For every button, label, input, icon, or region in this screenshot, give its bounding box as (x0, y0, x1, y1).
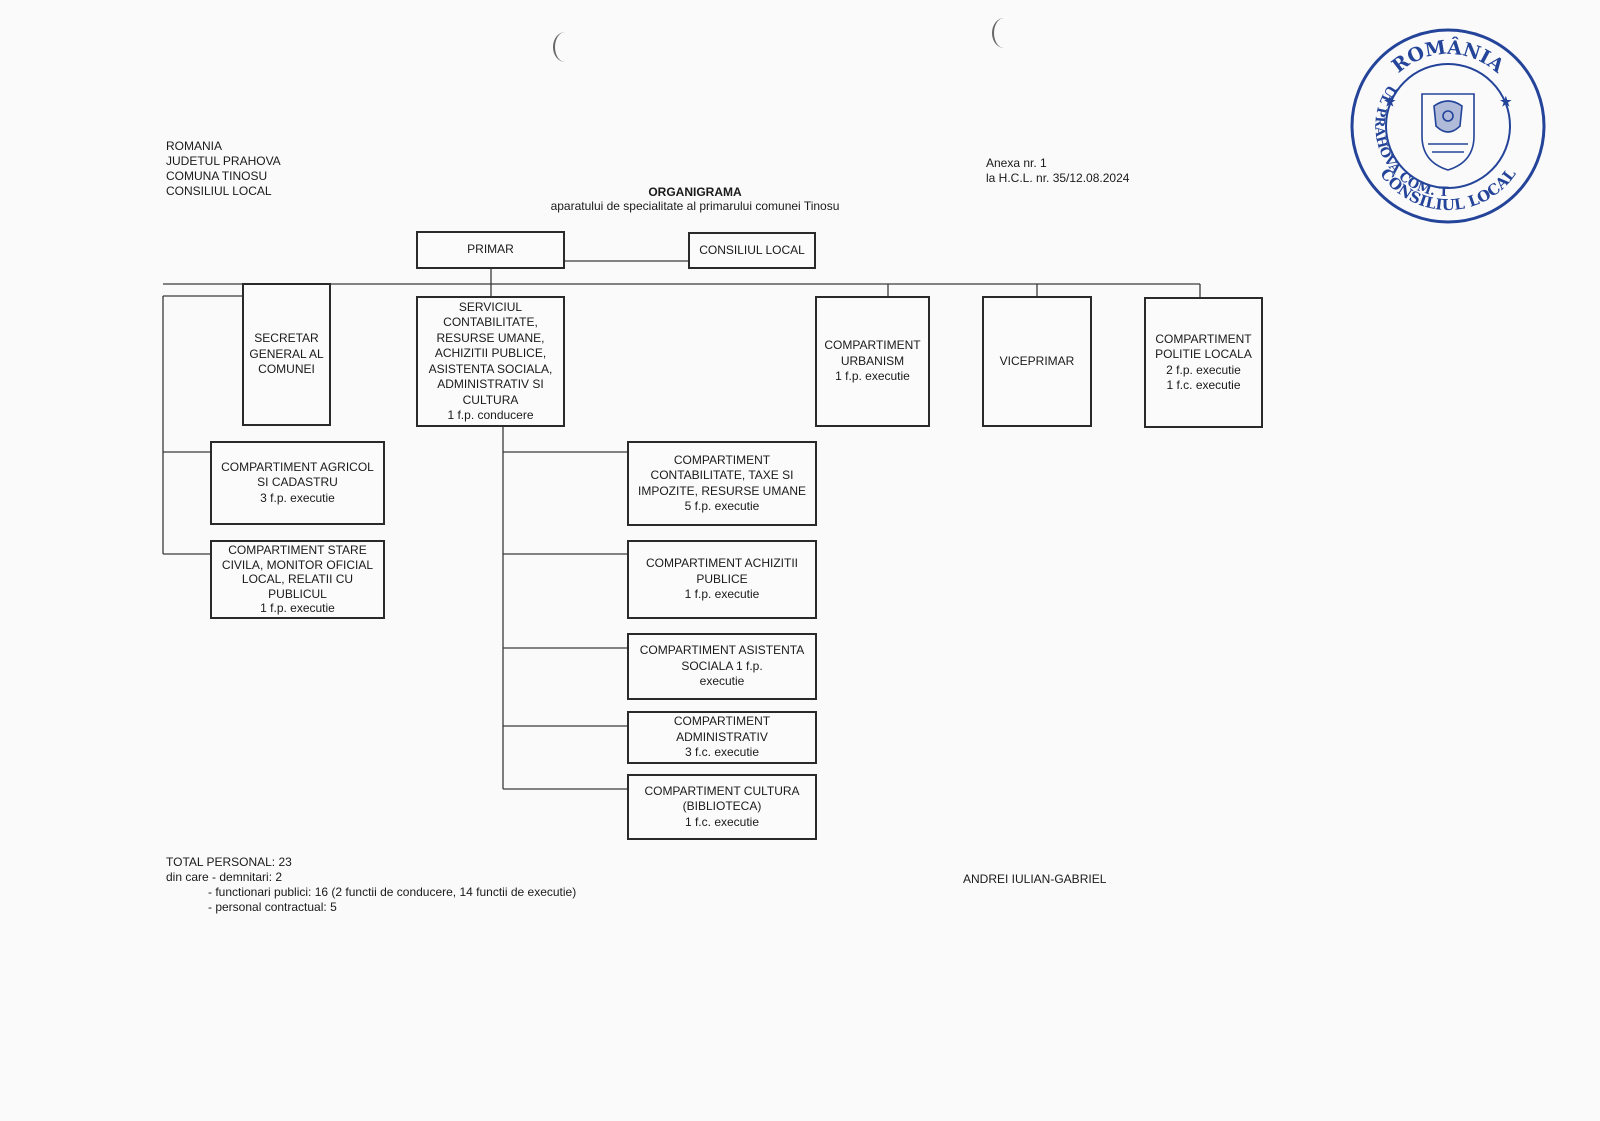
box-label: CONSILIUL LOCAL (699, 242, 805, 257)
compartiment-cultura-box: COMPARTIMENT CULTURA (BIBLIOTECA) 1 f.c.… (627, 774, 817, 840)
totals-line: - personal contractual: 5 (208, 900, 337, 914)
official-stamp: ROMÂNIA JUDETUL PRAHOVA COM. TINOSU CONS… (1348, 26, 1546, 224)
compartiment-contabilitate-box: COMPARTIMENT CONTABILITATE, TAXE SI IMPO… (627, 441, 817, 526)
header-line: CONSILIUL LOCAL (166, 184, 272, 198)
box-label: 1 f.p. executie (684, 587, 760, 602)
serviciul-contabilitate-box: SERVICIUL CONTABILITATE, RESURSE UMANE, … (416, 296, 565, 427)
punch-hole-left (553, 32, 577, 62)
box-label: SI CADASTRU (257, 475, 338, 490)
box-label: CIVILA, MONITOR OFICIAL (221, 557, 374, 572)
box-label: 5 f.p. executie (684, 499, 760, 513)
compartiment-agricol-box: COMPARTIMENT AGRICOL SI CADASTRU 3 f.p. … (210, 441, 385, 525)
header-line: ROMANIA (166, 139, 223, 153)
box-label: COMPARTIMENT CULTURA (644, 783, 800, 798)
box-label: COMPARTIMENT (1155, 331, 1252, 346)
box-label: PUBLICUL (268, 586, 327, 601)
box-label: COMPARTIMENT STARE (228, 543, 367, 558)
header-line: COMUNA TINOSU (166, 169, 268, 183)
box-label: SECRETAR (254, 331, 319, 346)
header-line: JUDETUL PRAHOVA (166, 154, 281, 168)
box-label: CONTABILITATE, TAXE SI (650, 468, 794, 482)
box-label: PUBLICE (696, 571, 748, 586)
totals-line: - functionari publici: 16 (2 functii de … (208, 885, 577, 899)
compartiment-urbanism-box: COMPARTIMENT URBANISM 1 f.p. executie (815, 296, 930, 427)
stamp-top-text: ROMÂNIA (1388, 36, 1508, 78)
box-label: IMPOZITE, RESURSE UMANE (637, 483, 807, 498)
box-label: ADMINISTRATIV (676, 729, 768, 744)
box-label: 1 f.p. executie (260, 601, 335, 616)
box-label: CONTABILITATE, (443, 315, 538, 329)
box-label: SERVICIUL (458, 299, 523, 314)
box-label: 3 f.c. executie (684, 745, 760, 760)
institution-header: ROMANIA JUDETUL PRAHOVA COMUNA TINOSU CO… (166, 139, 281, 199)
annex-decision: la H.C.L. nr. 35/12.08.2024 (986, 171, 1130, 185)
compartiment-achizitii-box: COMPARTIMENT ACHIZITII PUBLICE 1 f.p. ex… (627, 540, 817, 619)
totals-line: TOTAL PERSONAL: 23 (166, 855, 292, 869)
box-label: ACHIZITII PUBLICE, (434, 346, 547, 360)
box-label: 1 f.c. executie (684, 814, 760, 829)
page-title: ORGANIGRAMA (648, 185, 742, 199)
punch-hole-right (992, 18, 1016, 48)
stamp-star-right: ★ (1500, 95, 1512, 110)
box-label: COMPARTIMENT (673, 452, 771, 467)
coat-of-arms-icon (1421, 93, 1475, 171)
box-label: 3 f.p. executie (260, 490, 335, 505)
personnel-totals: TOTAL PERSONAL: 23 din care - demnitari:… (166, 855, 576, 915)
compartiment-administrativ-box: COMPARTIMENT ADMINISTRATIV 3 f.c. execut… (627, 711, 817, 764)
box-label: POLITIE LOCALA (1155, 347, 1252, 361)
box-label: VICEPRIMAR (999, 353, 1075, 368)
box-label: COMPARTIMENT AGRICOL (221, 459, 374, 474)
box-label: RESURSE UMANE, (436, 330, 545, 345)
box-label: (BIBLIOTECA) (682, 799, 762, 814)
box-label: 1 f.p. executie (835, 369, 910, 384)
box-label: GENERAL AL (249, 346, 324, 361)
box-label: LOCAL, RELATII CU (241, 572, 354, 587)
box-label: CULTURA (462, 392, 519, 407)
annex-reference: Anexa nr. 1 la H.C.L. nr. 35/12.08.2024 (986, 156, 1129, 186)
box-label: URBANISM (840, 353, 905, 368)
box-label: 1 f.c. executie (1166, 378, 1241, 392)
signature-name: ANDREI IULIAN-GABRIEL (963, 872, 1107, 886)
viceprimar-box: VICEPRIMAR (982, 296, 1092, 427)
document-title: ORGANIGRAMA aparatului de specialitate a… (495, 185, 895, 214)
box-label: ADMINISTRATIV SI (437, 377, 544, 391)
box-label: COMPARTIMENT (673, 714, 771, 729)
box-label: SOCIALA 1 f.p. (681, 658, 763, 673)
box-label: COMPARTIMENT (824, 338, 921, 353)
box-label: 2 f.p. executie (1166, 362, 1241, 377)
compartiment-stare-civila-box: COMPARTIMENT STARE CIVILA, MONITOR OFICI… (210, 540, 385, 619)
box-label: PRIMAR (467, 242, 514, 257)
secretar-general-box: SECRETAR GENERAL AL COMUNEI (242, 283, 331, 426)
box-label: COMPARTIMENT ASISTENTA (639, 643, 805, 658)
consiliul-local-box: CONSILIUL LOCAL (688, 232, 816, 269)
primar-box: PRIMAR (416, 231, 565, 269)
box-label: executie (699, 674, 745, 689)
box-label: ASISTENTA SOCIALA, (428, 361, 553, 376)
stamp-star-left: ★ (1384, 95, 1396, 110)
box-label: COMUNEI (258, 362, 315, 377)
box-label: 1 f.p. conducere (447, 408, 534, 422)
compartiment-politie-locala-box: COMPARTIMENT POLITIE LOCALA 2 f.p. execu… (1144, 297, 1263, 428)
box-label: COMPARTIMENT ACHIZITII (645, 556, 798, 571)
annex-number: Anexa nr. 1 (986, 156, 1047, 170)
page-subtitle: aparatului de specialitate al primarului… (550, 199, 840, 213)
totals-line: din care - demnitari: 2 (166, 870, 283, 884)
compartiment-asistenta-box: COMPARTIMENT ASISTENTA SOCIALA 1 f.p. ex… (627, 633, 817, 700)
